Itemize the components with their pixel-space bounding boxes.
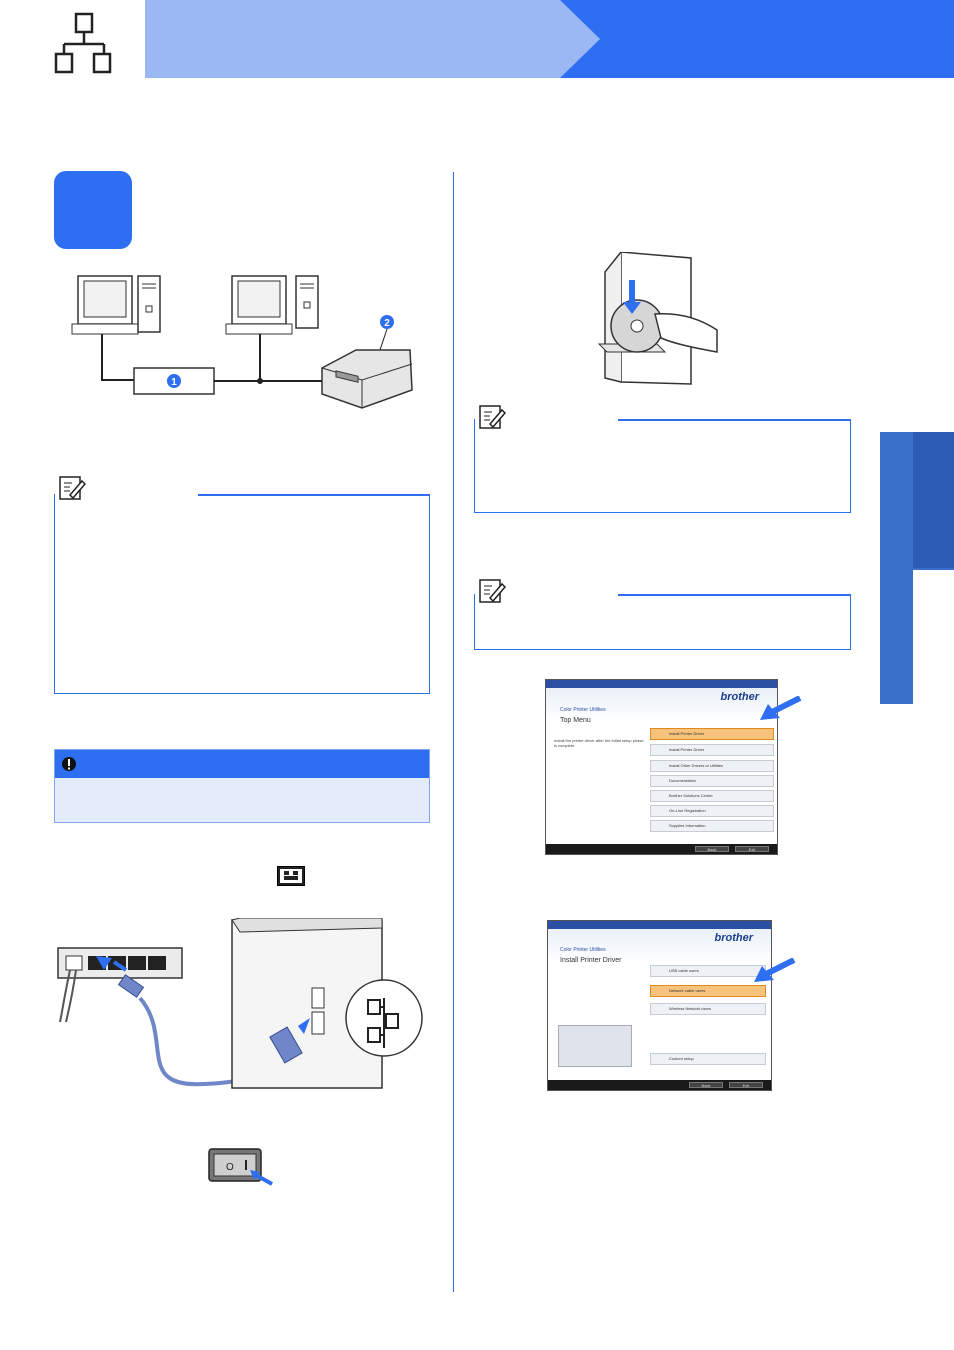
side-tab-lower [913, 570, 954, 704]
screen-heading: Install Printer Driver [560, 957, 622, 964]
menu-solutions-center[interactable]: Brother Solutions Center [650, 790, 774, 802]
callout-1: 1 [171, 377, 177, 388]
menu-supplies[interactable]: Supplies Information [650, 820, 774, 832]
menu-custom-setup[interactable]: Custom setup [650, 1053, 766, 1065]
note-pencil-icon [479, 579, 506, 603]
important-icon [62, 757, 76, 771]
note-pencil-icon [59, 476, 86, 500]
column-divider [453, 172, 454, 1292]
menu-install-driver-alt[interactable]: Install Printer Driver [650, 744, 774, 756]
svg-text:O: O [226, 1162, 234, 1173]
product-label: Color Printer Utilities [560, 707, 606, 713]
cable-connection-illustration [57, 918, 423, 1089]
side-tab-upper [913, 432, 954, 568]
menu-documentation[interactable]: Documentation [650, 775, 774, 787]
installer-driver-screenshot: brother Color Printer Utilities Install … [547, 920, 772, 1091]
screenshot-footer: Back Exit [546, 844, 777, 854]
back-button[interactable]: Back [695, 846, 729, 852]
note-rule [618, 419, 851, 421]
pointer-arrow-icon [760, 696, 802, 720]
exit-button[interactable]: Exit [729, 1082, 763, 1088]
menu-wireless-users[interactable]: Wireless Network users [650, 1003, 766, 1015]
pointer-arrow-icon [754, 958, 796, 982]
cable-thumbnail [558, 1025, 632, 1067]
back-button[interactable]: Back [689, 1082, 723, 1088]
note-rule [618, 594, 851, 596]
menu-other-drivers[interactable]: Install Other Drivers or Utilities [650, 760, 774, 772]
important-box [54, 749, 430, 823]
header-band-dark [560, 0, 954, 78]
screen-hint: Install the printer driver after the ini… [554, 738, 644, 748]
network-icon [54, 12, 112, 74]
brother-logo: brother [720, 691, 760, 703]
menu-registration[interactable]: On-Line Registration [650, 805, 774, 817]
note-box-right-2 [474, 594, 851, 650]
exit-button[interactable]: Exit [735, 846, 769, 852]
screen-heading: Top Menu [560, 717, 591, 724]
header-band-light [145, 0, 605, 78]
cd-insert-illustration [597, 252, 718, 385]
note-pencil-icon [479, 405, 506, 429]
menu-install-driver[interactable]: Install Printer Driver [650, 728, 774, 740]
callout-2: 2 [384, 318, 390, 329]
note-rule [198, 494, 430, 496]
power-switch-icon: O [208, 1148, 273, 1186]
note-box-left [54, 494, 430, 694]
installer-top-menu-screenshot: brother Color Printer Utilities Top Menu… [545, 679, 778, 855]
screenshot-footer: Back Exit [548, 1080, 771, 1090]
menu-network-users[interactable]: Network cable users [650, 985, 766, 997]
brother-logo: brother [714, 932, 754, 944]
product-label: Color Printer Utilities [560, 947, 606, 953]
lan-port-icon [277, 866, 305, 886]
network-diagram: 1 2 [71, 275, 413, 409]
menu-usb-users[interactable]: USB cable users [650, 965, 766, 977]
note-box-right-1 [474, 419, 851, 513]
step-badge [54, 171, 132, 249]
